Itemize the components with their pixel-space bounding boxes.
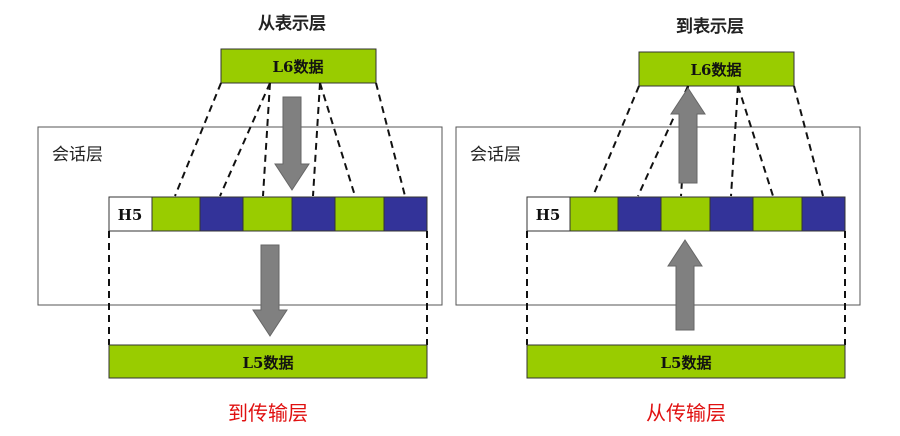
top-label: 到表示层 bbox=[676, 16, 744, 37]
h5-header-box bbox=[526, 196, 571, 232]
mapping-line bbox=[375, 82, 406, 197]
data-segment bbox=[660, 196, 711, 232]
mapping-line bbox=[312, 82, 321, 197]
data-segment bbox=[334, 196, 385, 232]
h5-label: H5 bbox=[118, 206, 143, 224]
mapping-line bbox=[262, 82, 271, 197]
down-arrow-icon bbox=[274, 96, 310, 191]
mapping-line bbox=[730, 85, 739, 197]
mapping-line bbox=[219, 82, 271, 197]
data-segment bbox=[752, 196, 803, 232]
l5-data-box bbox=[108, 344, 428, 379]
data-segment bbox=[569, 196, 619, 232]
data-segment bbox=[291, 196, 336, 232]
data-segment bbox=[383, 196, 428, 232]
mapping-line bbox=[793, 85, 824, 197]
h5-label: H5 bbox=[536, 206, 561, 224]
l5-data-label: L5数据 bbox=[243, 354, 294, 372]
mapping-line bbox=[174, 82, 222, 197]
data-segment bbox=[199, 196, 244, 232]
l5-data-label: L5数据 bbox=[661, 354, 712, 372]
h5-header-box bbox=[108, 196, 153, 232]
data-segment bbox=[801, 196, 846, 232]
up-arrow-icon bbox=[667, 239, 703, 331]
data-segment bbox=[242, 196, 293, 232]
bottom-label: 从传输层 bbox=[646, 401, 726, 425]
down-arrow-icon bbox=[252, 244, 288, 337]
l6-data-label: L6数据 bbox=[273, 58, 324, 76]
session-layer-box bbox=[37, 126, 443, 306]
l6-data-box bbox=[638, 51, 795, 87]
mapping-line bbox=[737, 85, 774, 197]
top-label: 从表示层 bbox=[258, 13, 326, 34]
up-arrow-icon bbox=[670, 87, 706, 184]
session-layer-label: 会话层 bbox=[52, 145, 103, 165]
data-segment bbox=[617, 196, 662, 232]
data-segment bbox=[151, 196, 201, 232]
mapping-line bbox=[637, 85, 689, 197]
l6-data-box bbox=[220, 48, 377, 84]
session-layer-label: 会话层 bbox=[470, 145, 521, 165]
l6-data-label: L6数据 bbox=[691, 61, 742, 79]
data-segment bbox=[709, 196, 754, 232]
l5-data-box bbox=[526, 344, 846, 379]
mapping-line bbox=[319, 82, 356, 197]
mapping-line bbox=[592, 85, 640, 197]
session-layer-box bbox=[455, 126, 861, 306]
bottom-label: 到传输层 bbox=[228, 401, 308, 425]
